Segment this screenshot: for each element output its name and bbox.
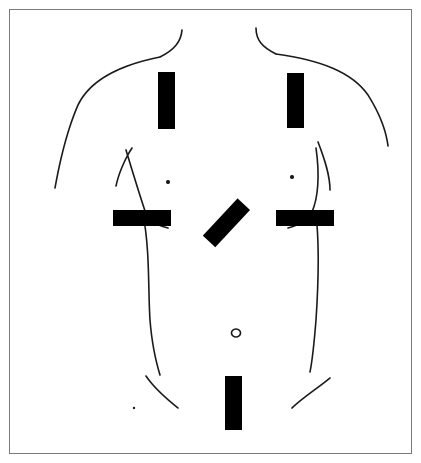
right-hip-outline [292,378,330,408]
left-nipple [166,180,170,184]
lower-midline-marker [225,376,242,430]
left-shoulder-outline [55,57,160,188]
right-flank-outline [310,214,318,372]
left-hip-dot [133,407,135,409]
right-nipple [290,175,294,179]
left-hip-outline [146,376,178,408]
navel [232,329,241,337]
left-flank-outline [143,214,160,375]
neck-left-outline [160,30,182,57]
left-chest-outline [116,148,132,186]
neck-right-outline [256,28,276,54]
right-chest-outline [318,142,330,190]
right-lateral-marker [276,210,334,226]
left-shoulder-marker [158,72,175,129]
right-shoulder-marker [287,73,304,128]
center-diagonal-marker [203,198,250,247]
left-lateral-marker [113,210,171,226]
